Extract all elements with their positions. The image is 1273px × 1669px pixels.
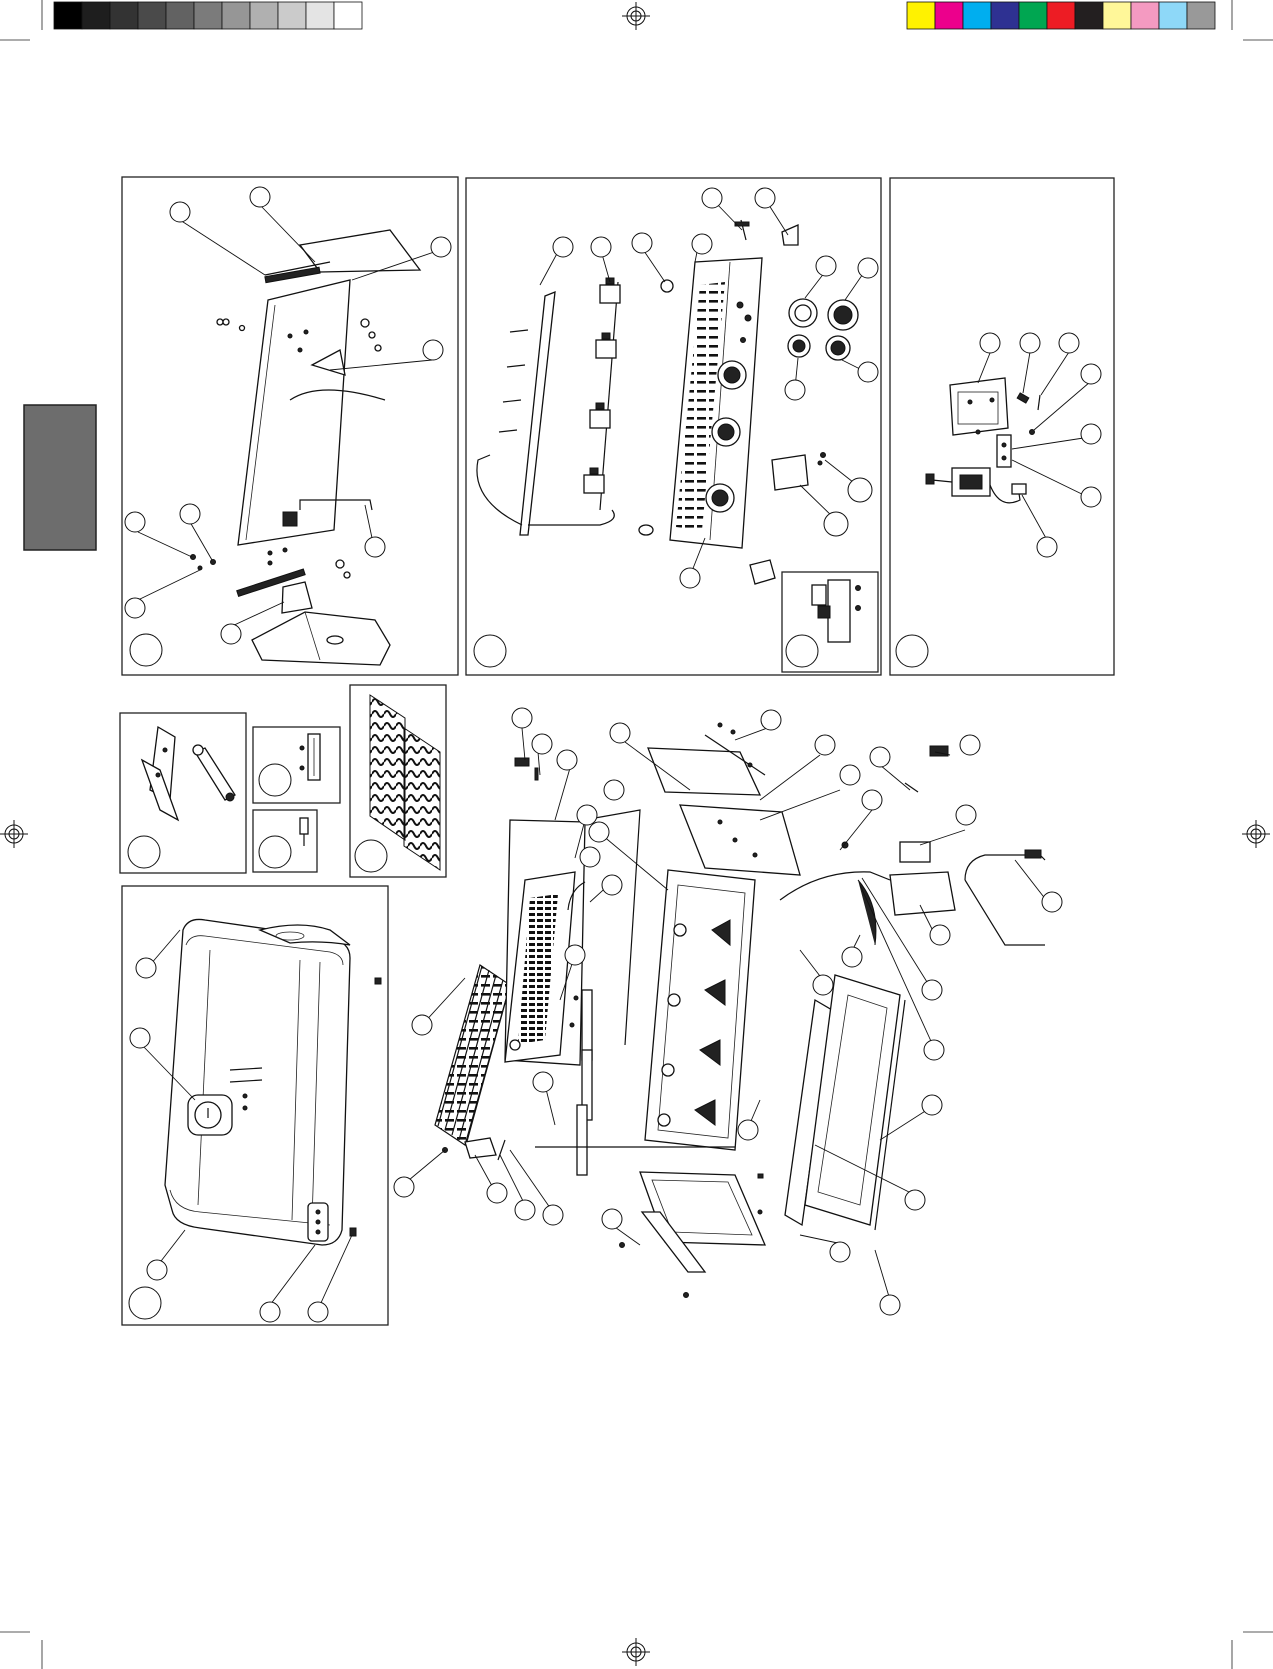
registration-mark-left — [0, 820, 28, 848]
registration-mark-bottom — [622, 1638, 650, 1666]
calibration-swatch — [82, 2, 110, 29]
calibration-swatch — [222, 2, 250, 29]
calibration-swatch — [1159, 2, 1187, 29]
panel-hood-assembly — [122, 886, 388, 1325]
registration-mark-right — [1242, 820, 1270, 848]
registration-mark-top — [622, 2, 650, 30]
panel-side-burner — [122, 177, 458, 675]
panel-ignition-module — [890, 178, 1114, 675]
panel-control-assembly — [466, 178, 881, 675]
panel-cooking-grids — [350, 685, 446, 877]
calibration-swatch — [54, 2, 82, 29]
calibration-swatch — [138, 2, 166, 29]
calibration-swatch — [334, 2, 362, 29]
calibration-swatch — [1131, 2, 1159, 29]
calibration-swatch — [907, 2, 935, 29]
panel-fastener — [253, 810, 317, 872]
calibration-swatch — [110, 2, 138, 29]
section-tab — [24, 405, 96, 550]
calibration-swatch — [935, 2, 963, 29]
calibration-swatch — [991, 2, 1019, 29]
calibration-swatch — [250, 2, 278, 29]
calibration-swatch — [1075, 2, 1103, 29]
firebox-exploded-view — [394, 708, 1062, 1315]
calibration-swatch — [306, 2, 334, 29]
panel-rail-clip — [253, 727, 340, 803]
panel-hinge-bracket — [120, 713, 246, 873]
calibration-swatch — [963, 2, 991, 29]
calibration-swatch — [1019, 2, 1047, 29]
calibration-swatch — [1103, 2, 1131, 29]
grayscale-calibration-strip — [54, 2, 362, 29]
calibration-swatch — [278, 2, 306, 29]
calibration-swatch — [1047, 2, 1075, 29]
calibration-swatch — [194, 2, 222, 29]
color-calibration-strip — [907, 2, 1215, 29]
calibration-swatch — [1187, 2, 1215, 29]
calibration-swatch — [166, 2, 194, 29]
